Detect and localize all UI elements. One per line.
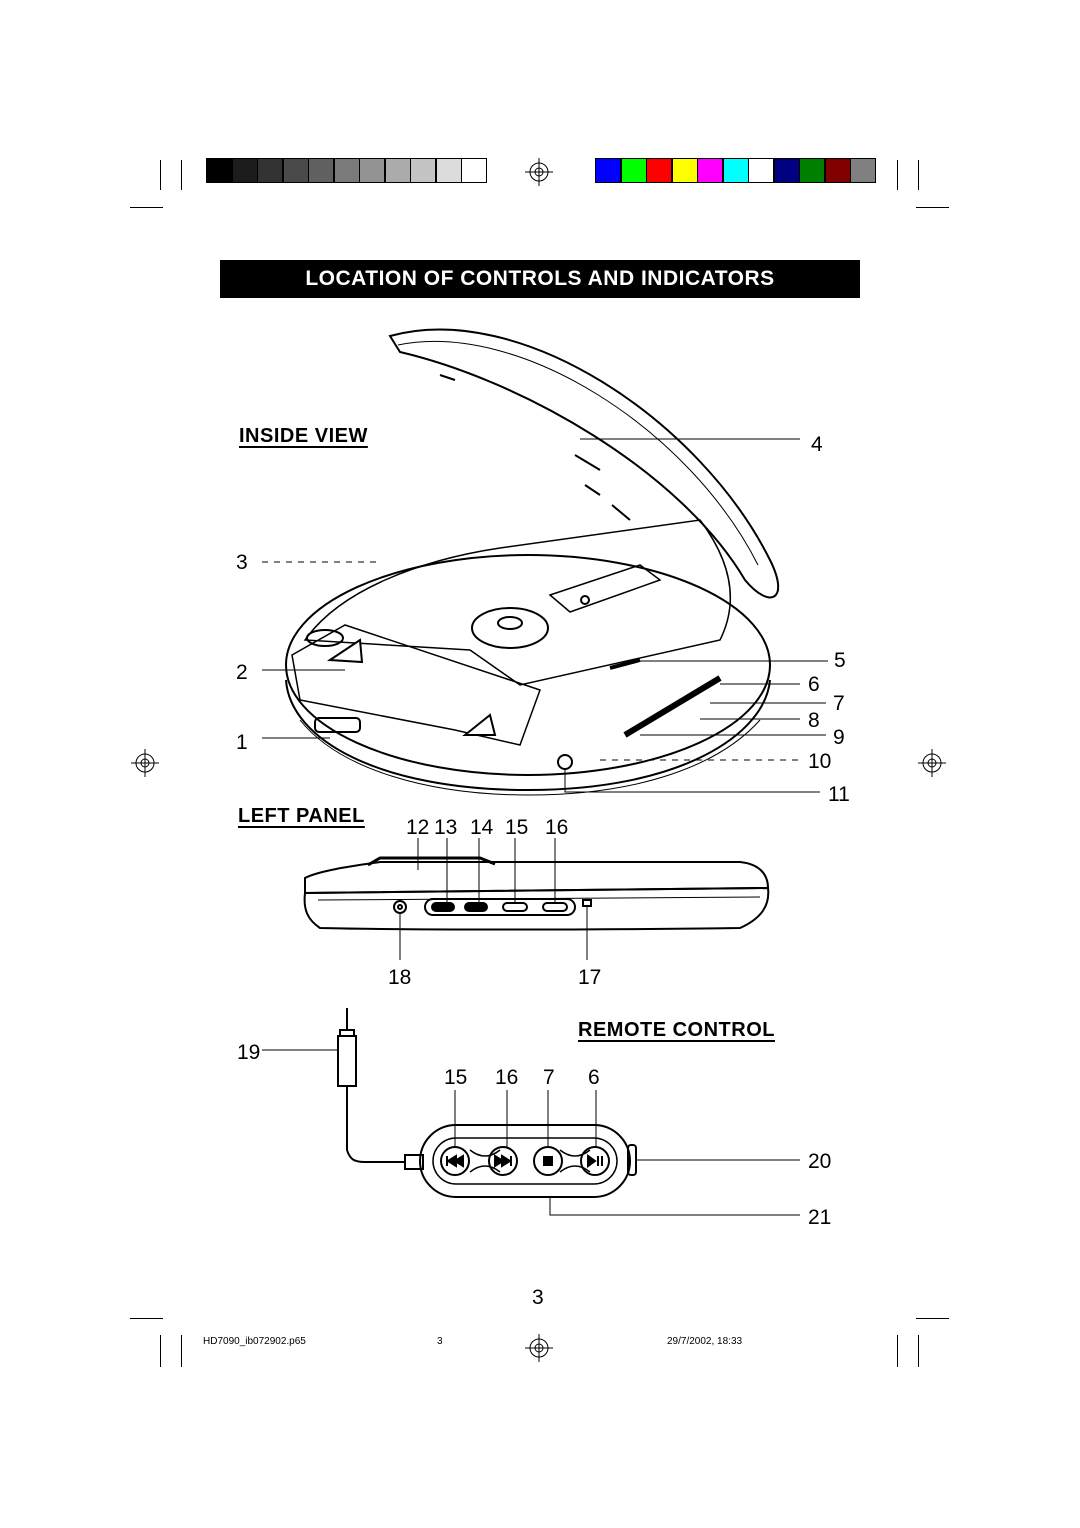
crop-mark-icon <box>160 1335 161 1367</box>
calibration-swatch <box>333 158 360 183</box>
next-track-icon <box>488 1146 518 1176</box>
left-panel-heading: LEFT PANEL <box>238 805 365 827</box>
callout-9: 9 <box>833 726 845 749</box>
registration-mark-icon <box>918 749 946 777</box>
callout-6: 6 <box>808 673 820 696</box>
callout-17: 17 <box>578 966 602 989</box>
calibration-swatch <box>435 158 462 183</box>
calibration-swatch <box>722 158 749 183</box>
remote-callout-6: 6 <box>588 1066 600 1089</box>
calibration-swatch <box>646 158 672 183</box>
calibration-swatch <box>748 158 774 183</box>
calibration-swatch <box>620 158 647 183</box>
callout-19: 19 <box>237 1041 261 1064</box>
calibration-swatch <box>697 158 723 183</box>
callout-3: 3 <box>236 551 248 574</box>
callout-12: 12 <box>406 816 430 839</box>
crop-mark-icon <box>918 1335 919 1367</box>
callout-14: 14 <box>470 816 494 839</box>
callout-1: 1 <box>236 731 248 754</box>
callout-13: 13 <box>434 816 458 839</box>
previous-track-icon <box>440 1146 470 1176</box>
callout-8: 8 <box>808 709 820 732</box>
crop-mark-icon <box>916 207 949 208</box>
registration-mark-icon <box>525 158 553 186</box>
calibration-swatch <box>595 158 621 183</box>
footer-timestamp: 29/7/2002, 18:33 <box>667 1336 743 1347</box>
callout-4: 4 <box>811 433 823 456</box>
crop-mark-icon <box>918 160 919 190</box>
callout-18: 18 <box>388 966 412 989</box>
calibration-swatch <box>282 158 309 183</box>
crop-mark-icon <box>181 160 182 190</box>
stop-icon <box>533 1146 563 1176</box>
remote-callout-7: 7 <box>543 1066 555 1089</box>
crop-mark-icon <box>897 1335 898 1367</box>
calibration-swatch <box>206 158 232 183</box>
cd-player-left-panel <box>303 856 770 931</box>
calibration-swatch <box>410 158 436 183</box>
remote-callout-15: 15 <box>444 1066 468 1089</box>
callout-10: 10 <box>808 750 832 773</box>
callout-20: 20 <box>808 1150 832 1173</box>
calibration-swatch <box>773 158 800 183</box>
callout-16: 16 <box>545 816 569 839</box>
calibration-swatch <box>671 158 698 183</box>
crop-mark-icon <box>130 207 163 208</box>
crop-mark-icon <box>130 1318 163 1319</box>
calibration-swatch <box>257 158 283 183</box>
remote-control-heading: REMOTE CONTROL <box>578 1019 775 1041</box>
calibration-swatch <box>799 158 825 183</box>
crop-mark-icon <box>916 1318 949 1319</box>
registration-mark-icon <box>525 1334 553 1362</box>
cd-player-inside-view <box>285 328 780 796</box>
crop-mark-icon <box>897 160 898 190</box>
crop-mark-icon <box>160 160 161 190</box>
registration-mark-icon <box>131 749 159 777</box>
calibration-swatch <box>384 158 411 183</box>
calibration-swatch <box>231 158 258 183</box>
calibration-swatch <box>850 158 876 183</box>
calibration-swatch <box>824 158 851 183</box>
callout-11: 11 <box>828 783 850 806</box>
remote-callout-16: 16 <box>495 1066 519 1089</box>
callout-7: 7 <box>833 692 845 715</box>
page-number: 3 <box>532 1286 544 1309</box>
callout-15: 15 <box>505 816 529 839</box>
callout-5: 5 <box>834 649 846 672</box>
callout-2: 2 <box>236 661 248 684</box>
inside-view-heading: INSIDE VIEW <box>239 425 368 447</box>
crop-mark-icon <box>181 1335 182 1367</box>
play-pause-icon <box>580 1146 610 1176</box>
footer-page: 3 <box>437 1336 443 1347</box>
calibration-swatch <box>308 158 334 183</box>
page-title: LOCATION OF CONTROLS AND INDICATORS <box>220 260 860 298</box>
calibration-swatch <box>359 158 385 183</box>
footer-filename: HD7090_ib072902.p65 <box>203 1336 306 1347</box>
callout-21: 21 <box>808 1206 832 1229</box>
calibration-swatch <box>461 158 487 183</box>
